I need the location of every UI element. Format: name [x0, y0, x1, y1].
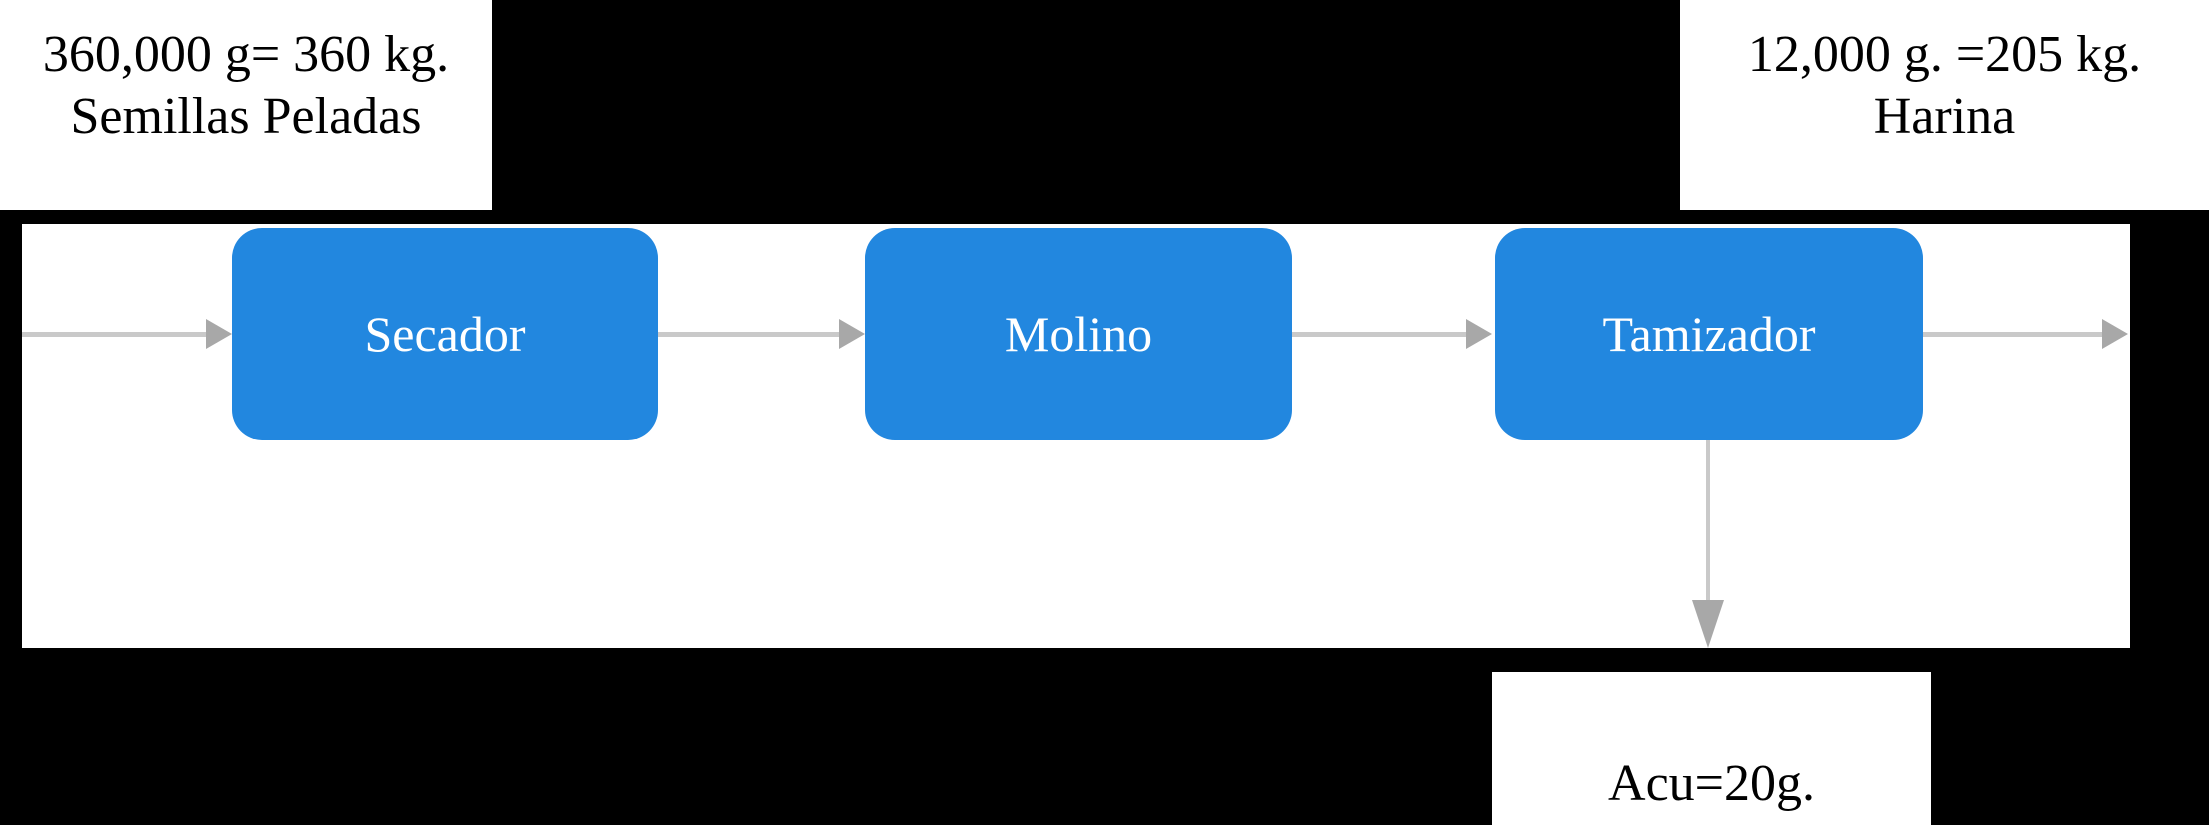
arrow-right-icon — [2102, 319, 2128, 349]
arrow-right-icon — [206, 319, 232, 349]
output-quantity-label[interactable]: 12,000 g. =205 kg. Harina — [1680, 0, 2209, 210]
process-node-molino[interactable]: Molino — [865, 228, 1292, 440]
arrow-right-icon — [839, 319, 865, 349]
connector-line — [1706, 440, 1710, 600]
input-quantity-line2: Semillas Peladas — [70, 88, 422, 145]
accumulated-quantity-label[interactable]: Acu=20g. — [1492, 672, 1931, 825]
output-quantity-line1: 12,000 g. =205 kg. — [1747, 26, 2142, 83]
process-node-label: Molino — [1004, 306, 1153, 362]
process-node-label: Tamizador — [1602, 306, 1816, 362]
accumulated-quantity-line1: Acu=20g. — [1608, 755, 1815, 812]
output-quantity-line2: Harina — [1873, 88, 2016, 145]
connector-line — [658, 332, 839, 337]
input-quantity-line1: 360,000 g= 360 kg. — [42, 26, 450, 83]
process-node-label: Secador — [364, 306, 526, 362]
connector-line — [1923, 332, 2102, 337]
arrow-down-icon — [1692, 600, 1724, 648]
connector-line — [22, 332, 206, 337]
process-node-tamizador[interactable]: Tamizador — [1495, 228, 1923, 440]
connector-line — [1292, 332, 1466, 337]
process-node-secador[interactable]: Secador — [232, 228, 658, 440]
input-quantity-label[interactable]: 360,000 g= 360 kg. Semillas Peladas — [0, 0, 492, 210]
arrow-right-icon — [1466, 319, 1492, 349]
